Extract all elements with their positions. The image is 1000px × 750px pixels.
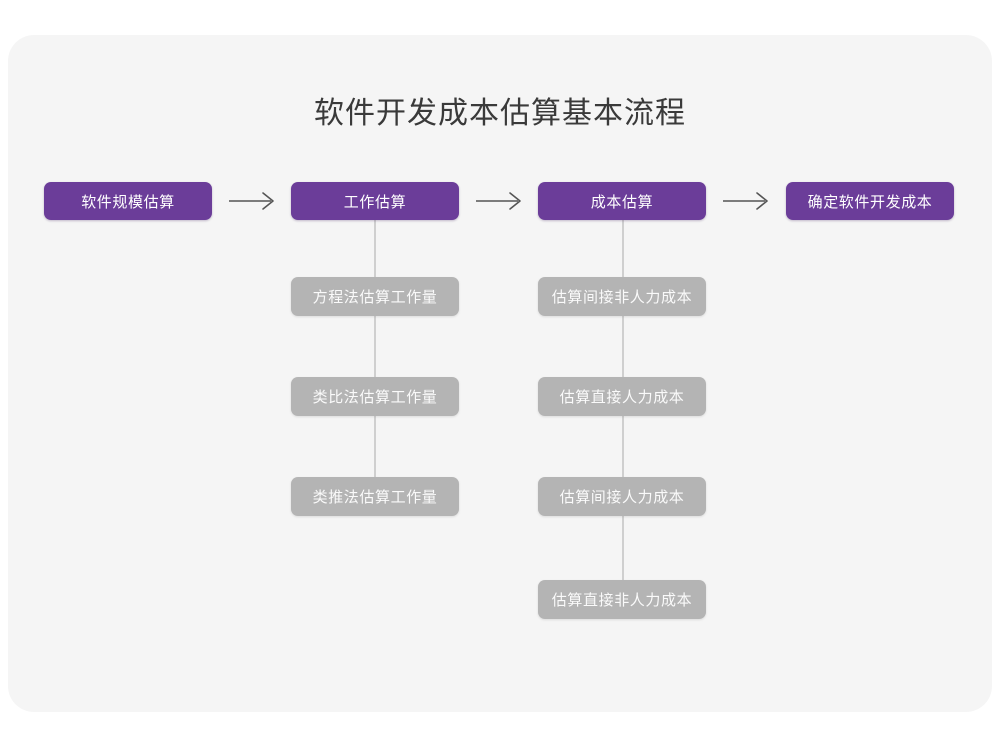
- node-direct-non-labor-cost[interactable]: 估算直接非人力成本: [538, 580, 706, 619]
- node-label: 估算直接非人力成本: [551, 592, 693, 609]
- content-card: [8, 35, 992, 712]
- node-label: 类比法估算工作量: [312, 389, 438, 406]
- branch-connector-line-work: [374, 220, 376, 477]
- node-label: 工作估算: [343, 193, 407, 211]
- page-title: 软件开发成本估算基本流程: [314, 97, 686, 130]
- node-label: 估算间接人力成本: [559, 489, 685, 506]
- arrow-right-icon-3: [721, 188, 771, 214]
- arrow-right-icon-2: [474, 188, 524, 214]
- node-software-scale-estimation[interactable]: 软件规模估算: [44, 182, 212, 220]
- node-indirect-non-labor-cost[interactable]: 估算间接非人力成本: [538, 277, 706, 316]
- node-analogous-inference-method-effort[interactable]: 类推法估算工作量: [291, 477, 459, 516]
- node-label: 估算直接人力成本: [559, 389, 685, 406]
- arrow-right-icon-1: [227, 188, 277, 214]
- node-label: 确定软件开发成本: [807, 193, 933, 211]
- node-direct-labor-cost[interactable]: 估算直接人力成本: [538, 377, 706, 416]
- node-determine-development-cost[interactable]: 确定软件开发成本: [786, 182, 954, 220]
- node-cost-estimation[interactable]: 成本估算: [538, 182, 706, 220]
- node-label: 成本估算: [590, 193, 654, 211]
- node-analogy-method-effort[interactable]: 类比法估算工作量: [291, 377, 459, 416]
- node-effort-estimation[interactable]: 工作估算: [291, 182, 459, 220]
- node-label: 软件规模估算: [81, 193, 175, 211]
- node-indirect-labor-cost[interactable]: 估算间接人力成本: [538, 477, 706, 516]
- node-label: 方程法估算工作量: [312, 289, 438, 306]
- node-label: 估算间接非人力成本: [551, 289, 693, 306]
- node-equation-method-effort[interactable]: 方程法估算工作量: [291, 277, 459, 316]
- node-label: 类推法估算工作量: [312, 489, 438, 506]
